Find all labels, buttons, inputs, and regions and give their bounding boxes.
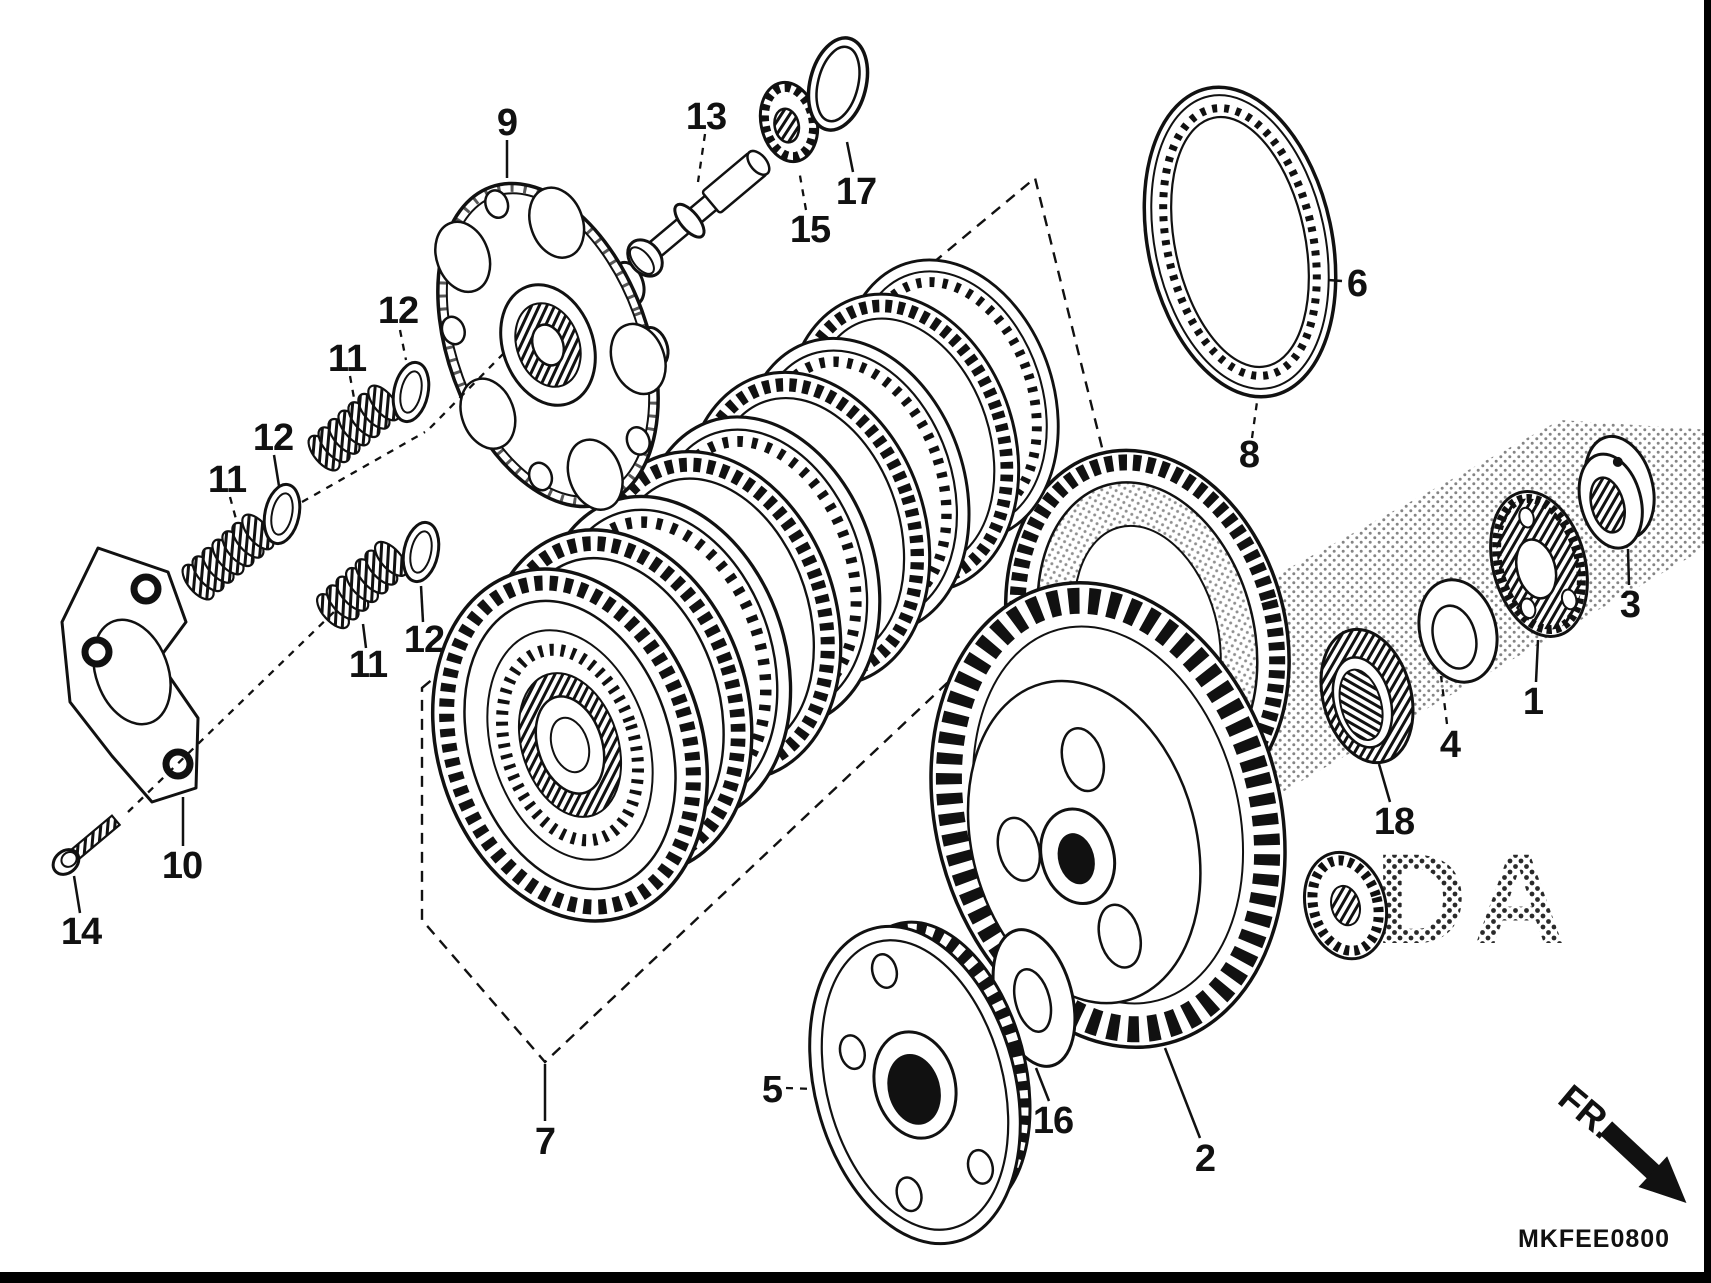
part-9-pressure-plate xyxy=(434,181,670,511)
callout-15: 15 xyxy=(790,209,831,251)
part-callouts: 1 2 3 4 5 6 7 8 9 10 11 11 11 12 12 12 1… xyxy=(61,96,1641,1180)
callout-3: 3 xyxy=(1620,584,1640,626)
callout-17: 17 xyxy=(836,171,876,213)
fr-direction-indicator: FR. xyxy=(1551,1077,1687,1204)
callout-7: 7 xyxy=(535,1121,555,1163)
callout-6: 6 xyxy=(1347,263,1367,305)
callout-14: 14 xyxy=(61,911,102,953)
leader-lines xyxy=(72,133,1631,1139)
frame-right-border xyxy=(1704,0,1711,1283)
honda-watermark: DA xyxy=(1375,828,1572,971)
callout-13: 13 xyxy=(686,96,726,138)
callout-11b: 11 xyxy=(208,459,247,501)
part-13-lifter-bolt xyxy=(626,149,771,278)
part-5-clutch-center xyxy=(808,920,1032,1246)
plate-stack-group-outline xyxy=(420,175,1122,1064)
front-clutch-disc xyxy=(430,567,710,923)
fr-arrow-icon xyxy=(1599,1121,1687,1204)
part-18-needle-bearing xyxy=(1319,627,1415,765)
diagram-code: MKFEE0800 xyxy=(1518,1225,1670,1253)
callout-11c: 11 xyxy=(349,644,388,686)
part-10-lifter-bracket xyxy=(60,546,200,804)
callout-9: 9 xyxy=(497,102,517,144)
part-11-spring-c xyxy=(310,535,414,635)
callout-12c: 12 xyxy=(404,619,444,661)
callout-12b: 12 xyxy=(253,417,293,459)
part-14-bolt xyxy=(51,814,122,876)
callout-12a: 12 xyxy=(378,290,418,332)
part-4-washer xyxy=(1417,578,1499,684)
callout-11a: 11 xyxy=(328,338,367,380)
callout-2: 2 xyxy=(1195,1138,1215,1180)
part-2-clutch-outer xyxy=(929,448,1389,1050)
callout-1: 1 xyxy=(1523,681,1544,723)
callout-8: 8 xyxy=(1239,434,1259,476)
callout-5: 5 xyxy=(762,1069,783,1111)
clutch-outer-sub-gear xyxy=(1302,850,1389,961)
callout-16: 16 xyxy=(1033,1100,1073,1142)
part-3-collar xyxy=(1577,434,1656,550)
callout-4: 4 xyxy=(1440,724,1461,766)
part-6-setting-ring xyxy=(1142,85,1338,399)
callout-10: 10 xyxy=(162,845,202,887)
part-17-seal-ring xyxy=(806,36,870,132)
callout-18: 18 xyxy=(1374,801,1414,843)
frame-bottom-border xyxy=(0,1272,1711,1283)
part-7-clutch-plate-stack xyxy=(430,232,1093,923)
part-1-sprocket xyxy=(1489,490,1589,638)
assembly-axis-lines xyxy=(127,351,506,813)
